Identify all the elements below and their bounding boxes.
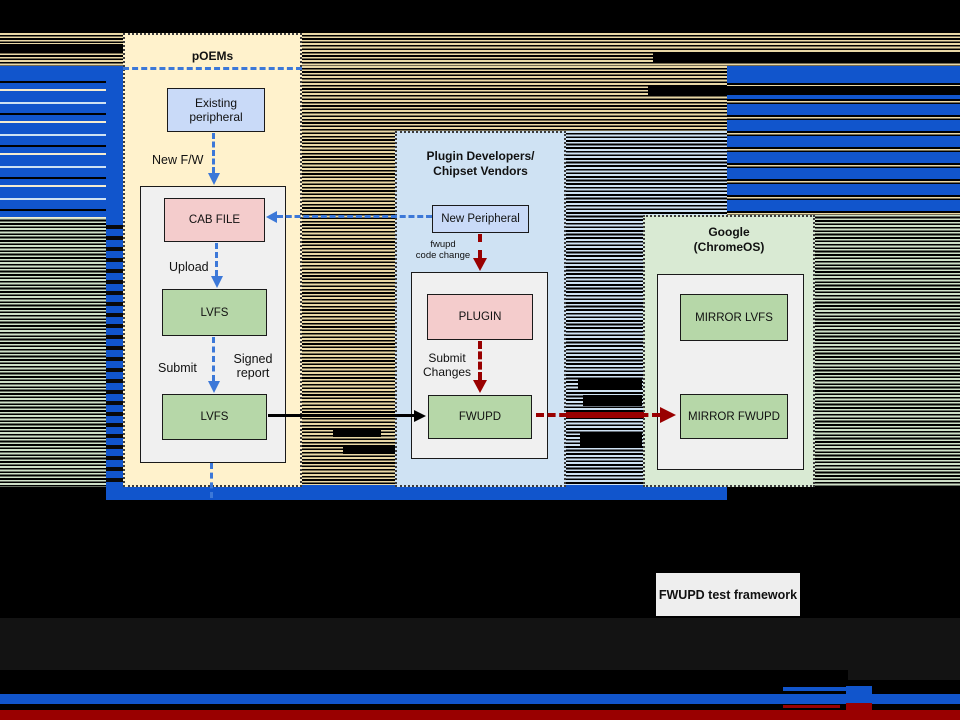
arrow-plugin-to-fwupd: [478, 341, 482, 380]
arrow-lvfs-to-fwupd: [268, 414, 418, 417]
submit-changes-label: Submit Changes: [423, 351, 471, 379]
submit-label: Submit: [158, 361, 197, 375]
submit-changes-line2: Changes: [423, 365, 472, 379]
google-title-line2: (ChromeOS): [693, 240, 765, 254]
google-panel-title: Google (ChromeOS): [645, 225, 813, 255]
arrow-down-icon: [473, 258, 487, 271]
glitch-blue-bar-bottom: [0, 694, 960, 704]
arrow-left-icon: [266, 211, 277, 223]
glitch-dark-band-notch: [848, 670, 960, 680]
arrow-peripheral-to-plugin: [478, 234, 482, 258]
plugin-panel: Plugin Developers/ Chipset Vendors New P…: [395, 131, 566, 487]
upload-label: Upload: [169, 260, 209, 274]
lvfs-upper-box: LVFS: [162, 289, 267, 336]
plugin-panel-title: Plugin Developers/ Chipset Vendors: [397, 149, 564, 179]
arrow-cab-to-lvfs: [215, 243, 218, 276]
poems-panel-title: pOEMs: [191, 49, 234, 63]
arrow-newperipheral-to-cab: [277, 215, 432, 218]
redacted-blob: [580, 433, 642, 446]
arrow-fwupd-to-mirror-solid: [566, 412, 644, 418]
arrow-down-icon: [473, 380, 487, 393]
glitch-blue-bar-mid: [106, 485, 727, 500]
signed-report-label: Signed report: [228, 352, 278, 380]
glitch-green-stripes-right: [815, 215, 960, 487]
glitch-red-line-small: [783, 705, 840, 708]
glitch-blue-bands-right: [727, 72, 960, 215]
cab-file-box: CAB FILE: [164, 198, 265, 242]
fwupd-code-change-line1: fwupd: [430, 239, 456, 250]
glitch-blue-line-small: [783, 687, 847, 691]
arrow-existing-to-cab: [212, 133, 215, 173]
arrow-lvfs-continued: [210, 463, 213, 498]
glitch-blue-column: [106, 72, 123, 218]
glitch-dark-band: [0, 618, 960, 670]
poems-dashed-divider: [123, 67, 302, 70]
fwupd-box: FWUPD: [428, 395, 532, 439]
signed-report-line1: Signed: [233, 352, 273, 366]
mirror-lvfs-box: MIRROR LVFS: [680, 294, 788, 341]
fwupd-test-framework-box: FWUPD test framework: [656, 573, 800, 616]
fwupd-code-change-label: fwupd code change: [410, 239, 476, 261]
redacted-blob: [578, 378, 642, 389]
arrow-down-icon: [208, 381, 220, 393]
redacted-blob: [653, 53, 960, 62]
glitch-tan-column: [302, 66, 395, 487]
arrow-lvfs-to-lvfs: [212, 337, 215, 381]
redacted-blob: [343, 445, 395, 454]
glitch-black-band: [0, 44, 123, 53]
lvfs-lower-box: LVFS: [162, 394, 267, 440]
fwupd-code-change-line2: code change: [415, 249, 471, 261]
arrow-down-icon: [211, 276, 223, 288]
existing-peripheral-line1: Existing: [194, 96, 238, 110]
arrow-down-icon: [208, 173, 220, 185]
plugin-title-line2: Chipset Vendors: [433, 164, 528, 178]
glitch-blue-column-dashed: [106, 218, 123, 487]
glitch-tan-mid: [395, 66, 727, 131]
existing-peripheral-line2: peripheral: [189, 110, 243, 124]
mirror-fwupd-box: MIRROR FWUPD: [680, 394, 788, 439]
poems-panel: pOEMs Existing peripheral New F/W CAB FI…: [123, 33, 302, 487]
signed-report-line2: report: [236, 366, 270, 380]
new-fw-label: New F/W: [152, 153, 204, 167]
glitch-left-green-stripes: [0, 218, 106, 487]
arrow-right-icon: [414, 410, 426, 422]
google-panel: Google (ChromeOS) MIRROR LVFS MIRROR FWU…: [643, 215, 815, 487]
redacted-blob: [648, 86, 960, 95]
redacted-blob: [333, 428, 381, 437]
new-peripheral-box: New Peripheral: [432, 205, 529, 233]
submit-changes-line1: Submit: [428, 351, 466, 365]
glitch-left-blue-block: [0, 72, 106, 218]
existing-peripheral-box: Existing peripheral: [167, 88, 265, 132]
plugin-title-line1: Plugin Developers/: [426, 149, 535, 163]
glitch-red-bar-bottom: [0, 710, 960, 720]
google-title-line1: Google: [708, 225, 750, 239]
arrow-right-icon: [660, 407, 676, 423]
redacted-blob: [583, 395, 642, 406]
plugin-box: PLUGIN: [427, 294, 533, 340]
